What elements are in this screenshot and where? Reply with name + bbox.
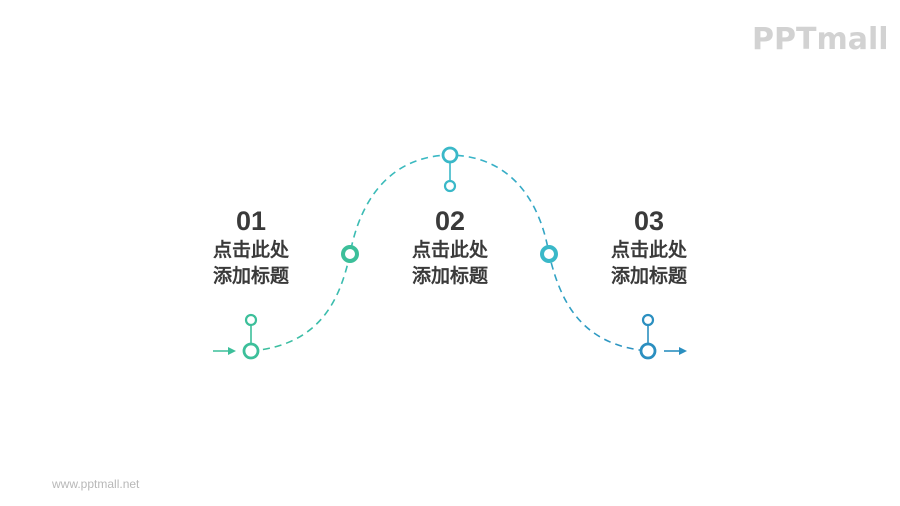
node-2-marker bbox=[441, 146, 459, 193]
node-right-mid bbox=[540, 245, 558, 263]
start-arrow-icon bbox=[213, 347, 236, 355]
node-left-mid bbox=[341, 245, 359, 263]
step-2-number: 02 bbox=[434, 206, 466, 236]
step-1[interactable]: 01 点击此处 添加标题 bbox=[191, 205, 311, 289]
step-2[interactable]: 02 点击此处 添加标题 bbox=[390, 205, 510, 289]
node-3-marker bbox=[639, 313, 657, 360]
node-1-marker bbox=[242, 313, 260, 360]
step-3[interactable]: 03 点击此处 添加标题 bbox=[589, 205, 709, 289]
step-2-title-line1: 点击此处 bbox=[411, 239, 488, 261]
step-1-title-line1: 点击此处 bbox=[212, 239, 289, 261]
step-3-title-line1: 点击此处 bbox=[610, 239, 687, 261]
end-arrow-icon bbox=[664, 347, 687, 355]
step-3-number: 03 bbox=[633, 206, 665, 236]
footer-url: www.pptmall.net bbox=[52, 477, 140, 491]
step-2-title-line2: 添加标题 bbox=[411, 265, 488, 287]
pptmall-logo: PPTmall bbox=[752, 22, 889, 57]
step-3-title-line2: 添加标题 bbox=[610, 265, 687, 287]
step-1-title-line2: 添加标题 bbox=[212, 265, 289, 287]
step-1-number: 01 bbox=[235, 206, 267, 236]
